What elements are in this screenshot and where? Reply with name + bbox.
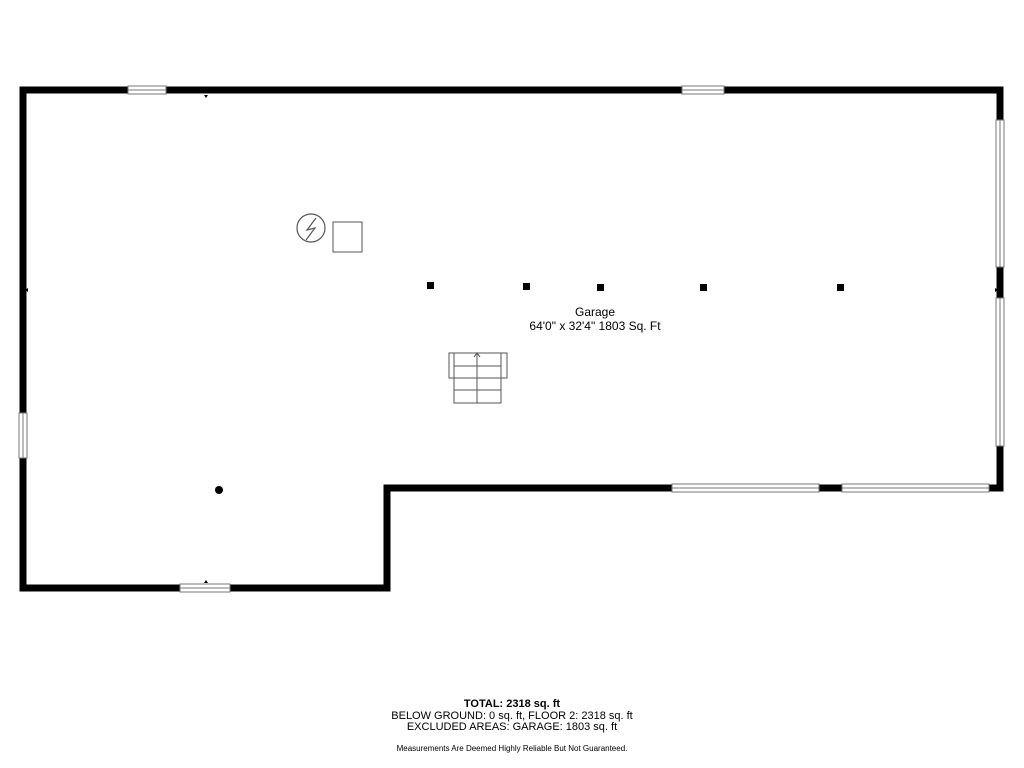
disclaimer: Measurements Are Deemed Highly Reliable … [396, 744, 628, 753]
below-ground-area: BELOW GROUND: 0 sq. ft, FLOOR 2: 2318 sq… [391, 710, 633, 722]
window-top-left [127, 85, 167, 95]
column-icon [523, 283, 530, 290]
stairs-icon [448, 352, 508, 404]
garage-door-right [841, 483, 990, 493]
room-name: Garage [574, 305, 616, 319]
wall-marker [204, 580, 208, 583]
window-right-upper [995, 119, 1005, 268]
wall-marker [204, 95, 208, 98]
garage-door-left [671, 483, 820, 493]
wall-marker [995, 288, 998, 292]
window-top-right [681, 85, 725, 95]
window-left [18, 412, 28, 459]
column-icon [837, 284, 844, 291]
column-icon [700, 284, 707, 291]
window-right-lower [995, 297, 1005, 447]
total-area: TOTAL: 2318 sq. ft [463, 698, 561, 710]
excluded-area: EXCLUDED AREAS: GARAGE: 1803 sq. ft [406, 721, 618, 733]
electrical-panel-icon [296, 213, 326, 243]
column-icon [427, 282, 434, 289]
column-icon [597, 284, 604, 291]
exterior-wall [19, 86, 1004, 592]
room-dimensions: 64'0" x 32'4" 1803 Sq. Ft [529, 319, 661, 333]
wall-marker [25, 288, 28, 292]
window-bottom [179, 583, 231, 593]
utility-box-icon [332, 221, 363, 253]
floor-drain-icon [215, 486, 223, 494]
